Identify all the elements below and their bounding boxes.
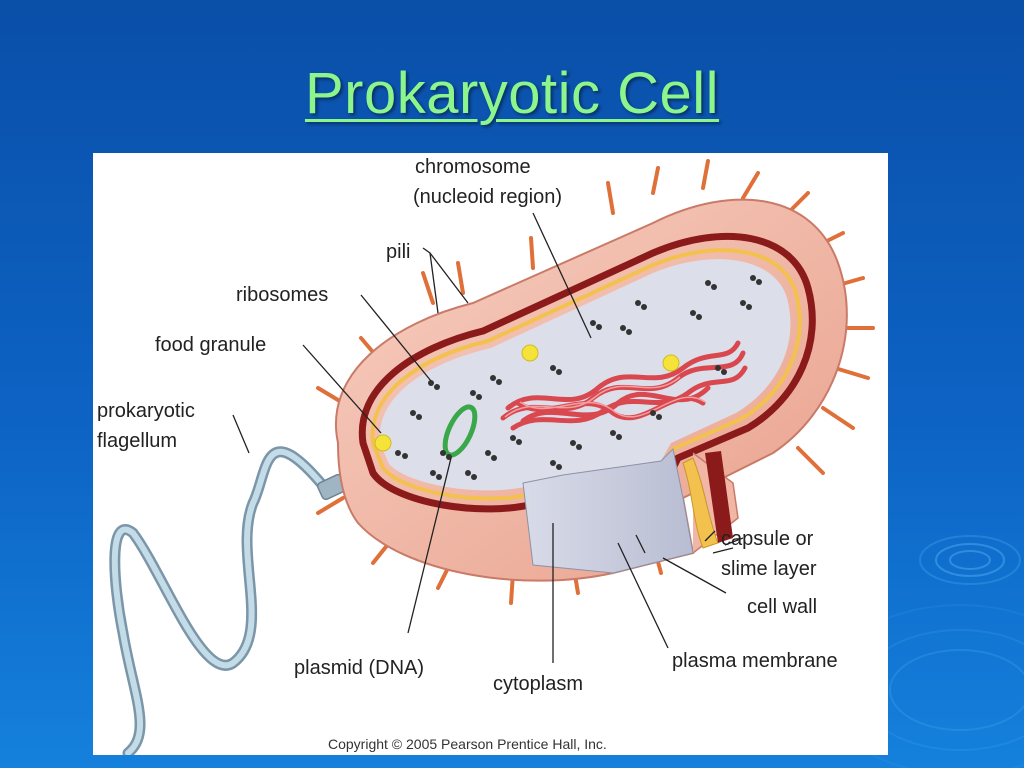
label-plasma-membrane: plasma membrane <box>672 650 838 672</box>
cytoplasm-interior <box>379 259 791 491</box>
copyright-notice: Copyright © 2005 Pearson Prentice Hall, … <box>328 736 607 752</box>
prokaryotic-cell-diagram: chromosome (nucleoid region) pili riboso… <box>97 156 875 755</box>
plasma-membrane-outline <box>370 248 802 501</box>
label-food-granule: food granule <box>155 334 266 356</box>
label-prokaryotic: prokaryotic <box>97 400 195 422</box>
label-plasmid: plasmid (DNA) <box>294 657 424 679</box>
wall-flap <box>705 451 733 543</box>
leader-lines <box>232 212 744 663</box>
label-nucleoid-region: (nucleoid region) <box>413 186 562 208</box>
food-granules <box>374 344 680 452</box>
chromosome-highlight <box>504 376 706 418</box>
label-ribosomes: ribosomes <box>236 284 328 306</box>
ribosomes <box>395 275 762 480</box>
label-slime-layer: slime layer <box>721 558 817 580</box>
label-pili: pili <box>386 241 410 263</box>
flagellum-highlight <box>111 448 328 755</box>
slide-title: Prokaryotic Cell <box>304 61 720 126</box>
label-cytoplasm: cytoplasm <box>493 673 583 695</box>
label-chromosome: chromosome <box>415 156 531 178</box>
cell-wall <box>358 233 816 513</box>
flagellum <box>109 446 331 755</box>
diagram-figure: chromosome (nucleoid region) pili riboso… <box>93 153 888 755</box>
cutaway-face <box>522 447 694 574</box>
label-cell-wall: cell wall <box>747 596 817 618</box>
label-flagellum: flagellum <box>97 430 177 452</box>
label-capsule: capsule or <box>721 528 814 550</box>
